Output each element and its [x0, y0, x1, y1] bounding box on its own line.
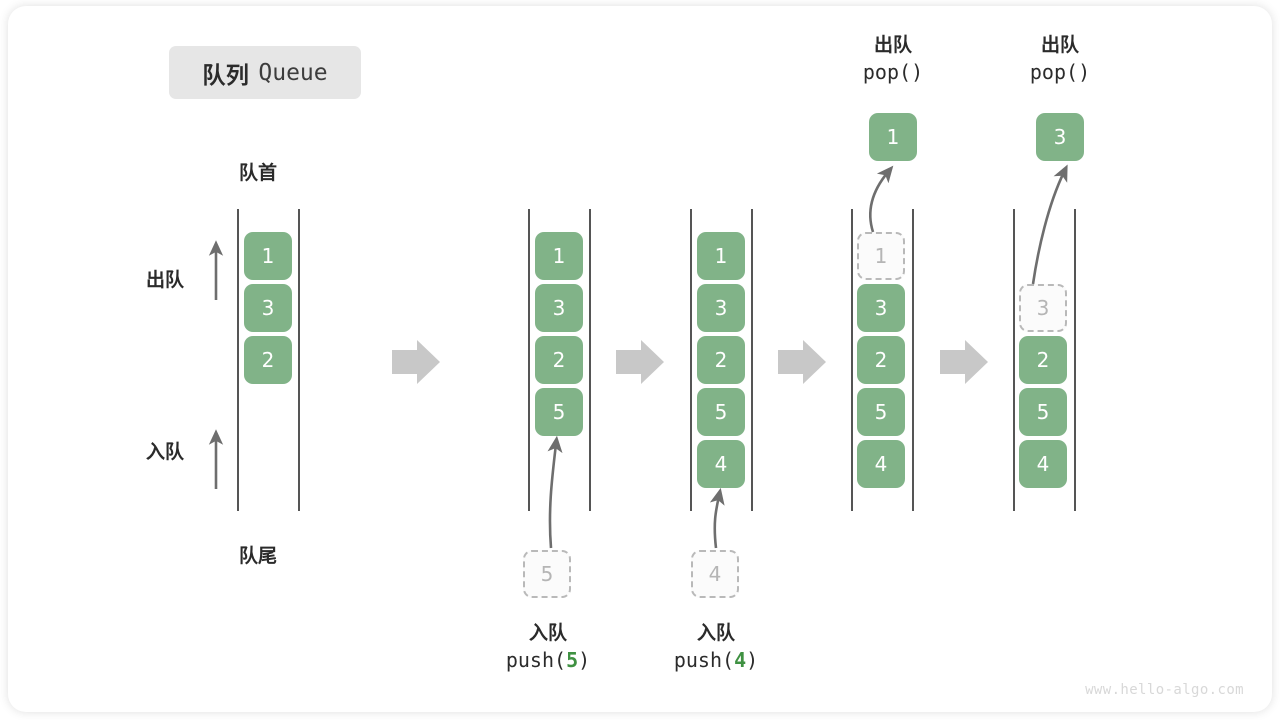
queue-cell: 4: [697, 440, 745, 488]
popped-value-cell: 1: [869, 113, 917, 161]
pop-1-arrow: [869, 165, 894, 233]
popped-ghost-cell: 1: [857, 232, 905, 280]
call-suffix: ): [1078, 60, 1091, 84]
queue-cell: 1: [697, 232, 745, 280]
queue-cell: 3: [697, 284, 745, 332]
operation-name: 出队: [1040, 34, 1079, 56]
rail-right: [298, 209, 300, 511]
popped-ghost-cell: 3: [1019, 284, 1067, 332]
queue-cell: 2: [244, 336, 292, 384]
operation-call: push(4): [616, 646, 816, 674]
flow-arrow: [616, 340, 664, 384]
title-chinese: 队列: [202, 62, 250, 89]
operation-name: 入队: [696, 622, 735, 644]
queue-cell: 3: [535, 284, 583, 332]
operation-call: pop(): [960, 58, 1160, 86]
queue-cell: 2: [1019, 336, 1067, 384]
rail-left: [851, 209, 853, 511]
staged-value-box: 5: [523, 550, 571, 598]
queue-cell: 5: [1019, 388, 1067, 436]
queue-cell: 2: [697, 336, 745, 384]
rail-right: [912, 209, 914, 511]
queue-cell: 1: [535, 232, 583, 280]
call-suffix: ): [578, 648, 591, 672]
staged-value-box: 4: [691, 550, 739, 598]
watermark: www.hello-algo.com: [1085, 682, 1244, 698]
operation-caption-pop-1: 出队 pop(): [793, 32, 993, 86]
operation-name: 出队: [873, 34, 912, 56]
call-suffix: ): [911, 60, 924, 84]
queue-cell: 3: [857, 284, 905, 332]
title-english: Queue: [258, 59, 328, 86]
rail-left: [528, 209, 530, 511]
flow-arrow: [392, 340, 440, 384]
rail-left: [690, 209, 692, 511]
queue-cell: 4: [1019, 440, 1067, 488]
queue-cell: 3: [244, 284, 292, 332]
call-prefix: push(: [505, 648, 567, 672]
push-4-arrow: [709, 487, 725, 549]
operation-name: 入队: [528, 622, 567, 644]
call-arg: 4: [734, 648, 747, 672]
call-arg: 5: [566, 648, 579, 672]
popped-value-cell: 3: [1036, 113, 1084, 161]
queue-cell: 4: [857, 440, 905, 488]
rail-left: [237, 209, 239, 511]
rail-right: [751, 209, 753, 511]
pop-3-arrow: [1031, 164, 1068, 285]
label-rear: 队尾: [239, 545, 278, 567]
label-enqueue: 入队: [146, 441, 185, 463]
call-prefix: pop(: [862, 60, 912, 84]
queue-cell: 5: [857, 388, 905, 436]
queue-cell: 2: [857, 336, 905, 384]
queue-cell: 1: [244, 232, 292, 280]
operation-caption-push-4: 入队 push(4): [616, 620, 816, 674]
operation-call: pop(): [793, 58, 993, 86]
label-front: 队首: [239, 162, 278, 184]
call-suffix: ): [746, 648, 759, 672]
operation-call: push(5): [448, 646, 648, 674]
queue-cell: 5: [697, 388, 745, 436]
flow-arrow: [940, 340, 988, 384]
operation-caption-push-5: 入队 push(5): [448, 620, 648, 674]
queue-cell: 2: [535, 336, 583, 384]
label-dequeue: 出队: [146, 269, 185, 291]
rail-right: [589, 209, 591, 511]
call-prefix: push(: [673, 648, 735, 672]
rail-right: [1074, 209, 1076, 511]
queue-cell: 5: [535, 388, 583, 436]
rail-left: [1013, 209, 1015, 511]
call-prefix: pop(: [1029, 60, 1079, 84]
push-5-arrow: [547, 435, 563, 549]
flow-arrow: [778, 340, 826, 384]
diagram-title-badge: 队列 Queue: [169, 46, 361, 99]
operation-caption-pop-3: 出队 pop(): [960, 32, 1160, 86]
